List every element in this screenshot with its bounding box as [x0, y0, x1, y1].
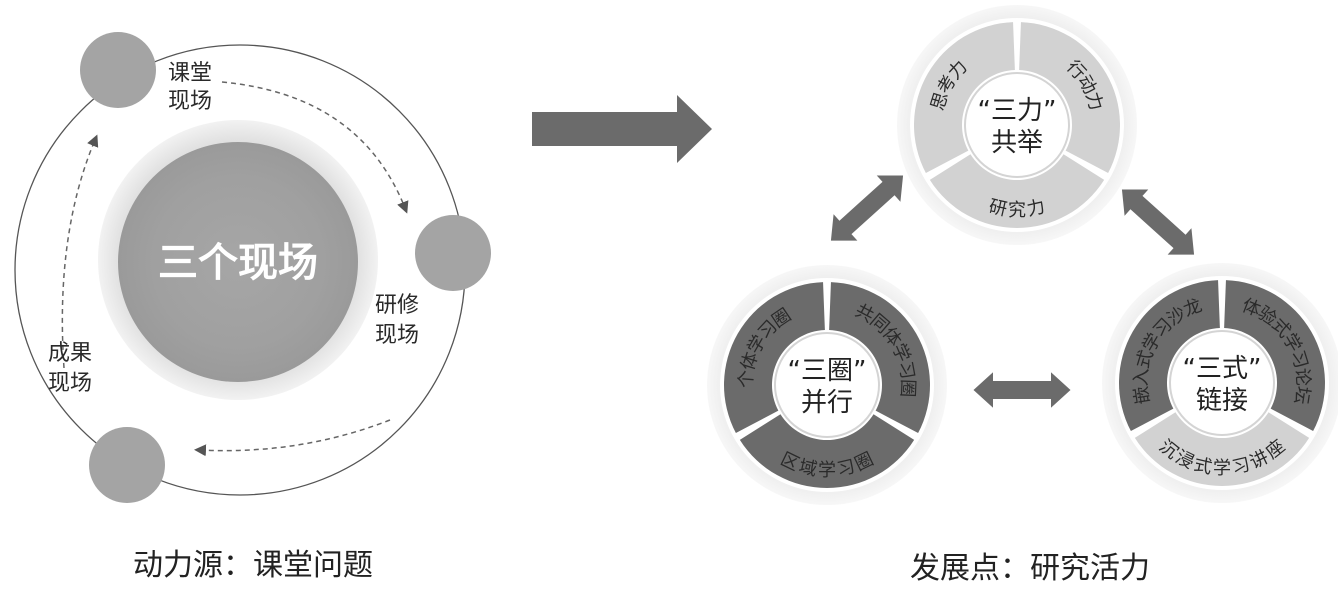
- label-research: 研修 现场: [375, 293, 426, 348]
- node-research: [415, 215, 491, 291]
- label-result: 成果 现场: [48, 341, 99, 396]
- ring-three-forces-seg-bottom-label: 研究力: [987, 196, 1047, 221]
- center-circle: [118, 142, 358, 382]
- ring-three-modes-seg-left: [1119, 280, 1220, 432]
- right-rings: 行动力研究力思考力“三力”共举共同体学习圈区域学习圈个体学习圈“三圈”并行体验式…: [707, 5, 1338, 505]
- left-caption: 动力源：课堂问题: [133, 548, 373, 583]
- node-classroom: [80, 32, 156, 108]
- ring-three-circles-seg-right: [829, 282, 930, 434]
- ring-three-circles-seg-left: [724, 282, 825, 434]
- ring-three-circles-seg-bottom: [739, 414, 915, 488]
- double-arrow-top-left: [828, 173, 906, 243]
- ring-three-modes-center: [1169, 330, 1275, 436]
- right-caption: 发展点：研究活力: [910, 551, 1150, 586]
- left-cycle: 三个现场 课堂 现场 研修 现场 成果 现场 动力源：课堂问题: [14, 32, 491, 583]
- ring-three-forces-center-label: “三力”共举: [978, 96, 1057, 158]
- ring-three-forces-seg-right: [1019, 22, 1120, 174]
- transition-arrow: [532, 95, 712, 163]
- dashed-arrow-left: [61, 134, 99, 369]
- ring-three-modes-seg-bottom: [1134, 412, 1310, 486]
- ring-three-forces-center: [964, 72, 1070, 178]
- ring-three-modes-seg-right: [1224, 280, 1325, 432]
- ring-three-modes-center-label: “三式”链接: [1183, 354, 1262, 416]
- node-result: [89, 427, 165, 503]
- label-classroom: 课堂 现场: [168, 61, 219, 114]
- dashed-arrow-bottom: [194, 419, 391, 457]
- ring-three-forces-seg-left: [913, 22, 1015, 174]
- center-label: 三个现场: [158, 240, 318, 286]
- ring-three-circles-center-label: “三圈”并行: [788, 356, 867, 418]
- ring-three-forces-seg-bottom: [929, 154, 1105, 228]
- double-arrow-top-right: [1119, 187, 1197, 257]
- double-arrow-bottom: [970, 367, 1074, 413]
- ring-three-circles-center: [774, 332, 880, 438]
